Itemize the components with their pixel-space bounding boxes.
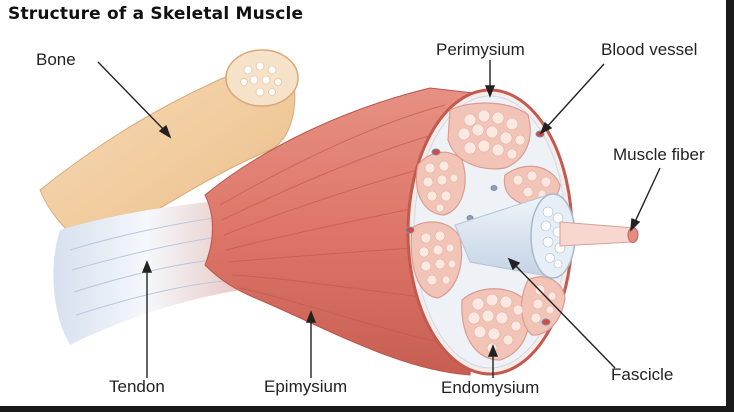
label-epimysium: Epimysium <box>264 377 348 396</box>
label-tendon: Tendon <box>109 377 165 396</box>
frame-border-bottom <box>0 406 734 412</box>
fascicle-cylinder <box>454 193 576 279</box>
leader-lines <box>97 60 661 378</box>
diagram-title: Structure of a Skeletal Muscle <box>8 4 304 24</box>
muscle-fiber-strand <box>559 221 639 247</box>
label-bone: Bone <box>36 50 76 69</box>
label-muscle-fiber: Muscle fiber <box>613 145 705 164</box>
label-endomysium: Endomysium <box>441 378 540 397</box>
bone-shape <box>39 49 299 251</box>
label-blood-vessel: Blood vessel <box>601 40 698 59</box>
label-fascicle: Fascicle <box>611 365 674 384</box>
label-perimysium: Perimysium <box>436 40 525 59</box>
frame-border-right <box>726 0 734 412</box>
